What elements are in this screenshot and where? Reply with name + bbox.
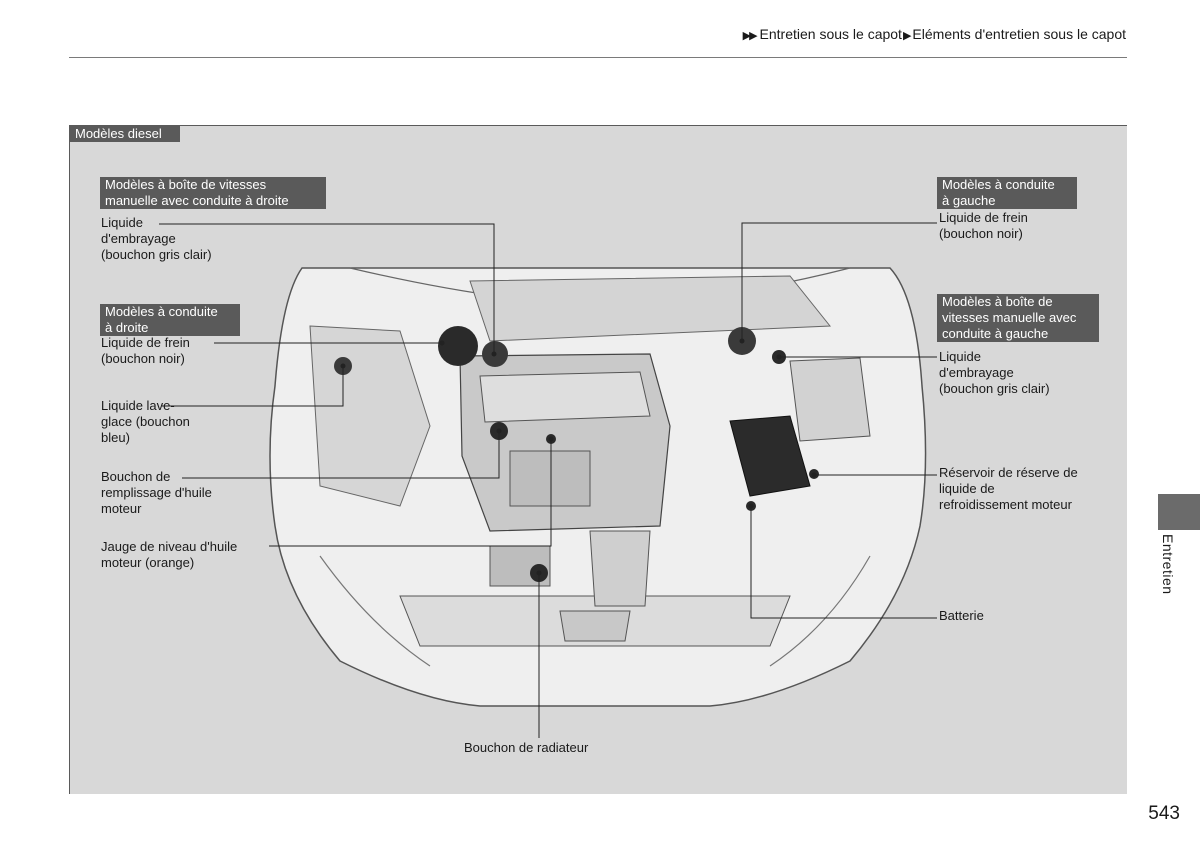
label-coolant-reservoir: Réservoir de réserve de liquide de refro… [939, 465, 1078, 512]
header-divider [69, 57, 1127, 58]
label-battery: Batterie [939, 608, 984, 623]
badge-rhd: Modèles à conduite à droite [100, 304, 240, 336]
page-number: 543 [1148, 803, 1180, 824]
engine-bay-figure: Modèles diesel Modèles à boîte de vitess… [69, 125, 1127, 794]
label-clutch-fluid-right: Liquide d'embrayage (bouchon gris clair) [939, 349, 1050, 396]
arrow-icon: ▶ [902, 30, 912, 42]
label-brake-fluid-left: Liquide de frein (bouchon noir) [101, 335, 190, 366]
badge-rhd-manual: Modèles à boîte de vitesses manuelle ave… [100, 177, 326, 209]
label-radiator-cap: Bouchon de radiateur [464, 740, 589, 755]
label-clutch-fluid-left: Liquide d'embrayage (bouchon gris clair) [101, 215, 212, 262]
breadcrumb-part-1[interactable]: Entretien sous le capot [759, 26, 902, 42]
label-washer-fluid: Liquide lave- glace (bouchon bleu) [101, 398, 190, 445]
engine-bay-illustration [159, 222, 937, 738]
section-tab-marker [1158, 494, 1200, 530]
badge-lhd-manual: Modèles à boîte de vitesses manuelle ave… [937, 294, 1099, 342]
figure-tab: Modèles diesel [70, 126, 180, 142]
double-arrow-icon: ▶▶ [742, 30, 758, 42]
breadcrumb: ▶▶Entretien sous le capot▶Eléments d'ent… [743, 26, 1126, 42]
section-tab-label: Entretien [1160, 534, 1176, 595]
label-oil-dipstick: Jauge de niveau d'huile moteur (orange) [101, 539, 238, 570]
label-oil-filler-cap: Bouchon de remplissage d'huile moteur [101, 469, 212, 516]
breadcrumb-part-2[interactable]: Eléments d'entretien sous le capot [912, 26, 1126, 42]
badge-lhd: Modèles à conduite à gauche [937, 177, 1077, 209]
label-brake-fluid-right: Liquide de frein (bouchon noir) [939, 210, 1028, 241]
